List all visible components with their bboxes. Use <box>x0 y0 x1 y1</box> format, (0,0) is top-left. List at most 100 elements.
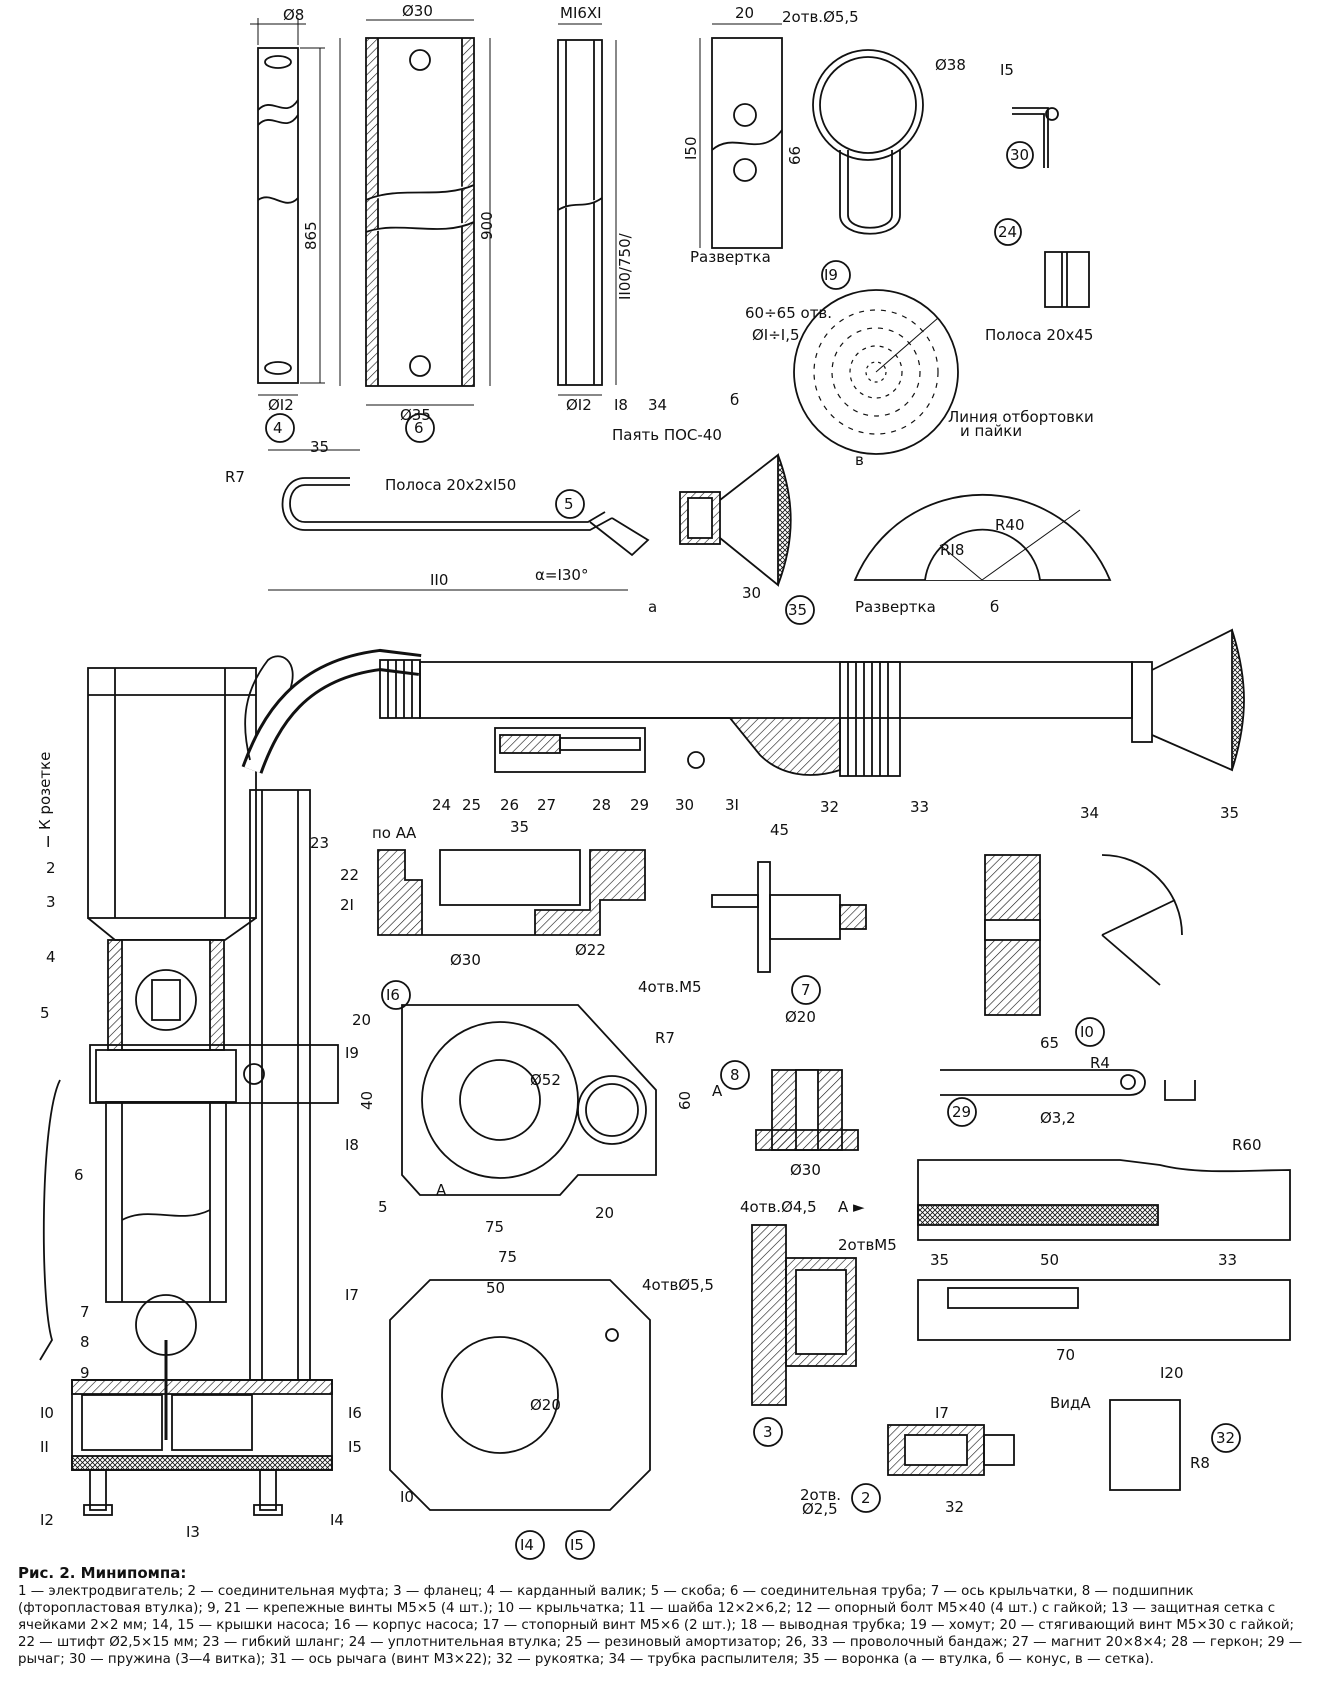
svg-text:по АА: по АА <box>372 824 417 842</box>
svg-text:40: 40 <box>358 1091 376 1110</box>
svg-text:Ø20: Ø20 <box>785 1008 816 1026</box>
svg-text:3: 3 <box>46 893 56 911</box>
svg-text:65: 65 <box>1040 1034 1059 1052</box>
svg-text:865: 865 <box>302 221 320 250</box>
part-29-lever <box>940 1069 1196 1127</box>
svg-text:Ø52: Ø52 <box>530 1071 561 1089</box>
svg-text:35: 35 <box>1220 804 1239 822</box>
svg-text:I6: I6 <box>386 986 400 1004</box>
svg-text:Полоса 20x2xI50: Полоса 20x2xI50 <box>385 476 516 494</box>
svg-text:2отв.Ø5,5: 2отв.Ø5,5 <box>782 8 859 26</box>
svg-text:3: 3 <box>763 1423 773 1441</box>
cone-development <box>853 493 1112 581</box>
svg-text:2отвM5: 2отвM5 <box>838 1236 897 1254</box>
svg-text:Ø30: Ø30 <box>450 951 481 969</box>
part-19-clamp <box>812 49 924 290</box>
part-4-cardan-shaft <box>250 18 325 443</box>
part-18-outlet-tube <box>557 23 617 396</box>
svg-text:6: 6 <box>414 419 424 437</box>
svg-text:I8: I8 <box>345 1136 359 1154</box>
svg-text:MI6XI: MI6XI <box>560 4 602 22</box>
part-30-spring <box>1006 107 1059 169</box>
svg-text:I5: I5 <box>570 1536 584 1554</box>
svg-text:7: 7 <box>801 981 811 999</box>
svg-text:2отв.: 2отв. <box>800 1486 841 1504</box>
svg-text:26: 26 <box>500 796 519 814</box>
svg-text:Ø20: Ø20 <box>530 1396 561 1414</box>
part-6-connecting-pipe <box>339 19 491 443</box>
svg-text:II00/750/: II00/750/ <box>616 232 634 300</box>
part-7-impeller-axis <box>711 861 867 1005</box>
svg-text:3I: 3I <box>725 796 739 814</box>
svg-text:35: 35 <box>310 438 329 456</box>
svg-text:33: 33 <box>910 798 929 816</box>
svg-text:5: 5 <box>40 1004 50 1022</box>
svg-text:Ø30: Ø30 <box>790 1161 821 1179</box>
svg-text:I20: I20 <box>1160 1364 1184 1382</box>
svg-text:34: 34 <box>648 396 667 414</box>
svg-text:32: 32 <box>820 798 839 816</box>
svg-text:60÷65 отв.: 60÷65 отв. <box>745 304 832 322</box>
svg-text:7: 7 <box>80 1303 90 1321</box>
part-numbers: 4 6 I8 34 I9 30 24 5 35 I 2 3 4 5 6 7 8 … <box>40 146 1239 1554</box>
svg-text:I9: I9 <box>824 266 838 284</box>
svg-text:27: 27 <box>537 796 556 814</box>
svg-text:Линия отбортовки: Линия отбортовки <box>948 408 1094 426</box>
svg-text:I4: I4 <box>330 1511 344 1529</box>
svg-text:28: 28 <box>592 796 611 814</box>
svg-text:I2: I2 <box>40 1511 54 1529</box>
svg-text:32: 32 <box>1216 1429 1235 1447</box>
svg-text:I0: I0 <box>1080 1023 1094 1041</box>
caption-title: Рис. 2. Минипомпа: <box>18 1564 187 1582</box>
svg-text:29: 29 <box>630 796 649 814</box>
svg-text:I7: I7 <box>345 1286 359 1304</box>
svg-text:24: 24 <box>998 223 1017 241</box>
svg-text:30: 30 <box>675 796 694 814</box>
svg-text:2: 2 <box>46 859 56 877</box>
svg-text:I0: I0 <box>400 1488 414 1506</box>
part-16-top-view <box>401 1004 657 1196</box>
part-10-impeller <box>984 854 1183 1047</box>
svg-text:К розетке: К розетке <box>36 752 54 830</box>
svg-text:б: б <box>730 391 739 409</box>
part-24-sleeve <box>994 218 1090 308</box>
svg-text:I5: I5 <box>348 1438 362 1456</box>
svg-text:5: 5 <box>378 1198 388 1216</box>
svg-text:R4: R4 <box>1090 1054 1110 1072</box>
svg-text:II0: II0 <box>430 571 448 589</box>
svg-text:900: 900 <box>478 211 496 240</box>
mesh-disc <box>793 289 959 455</box>
svg-text:70: 70 <box>1056 1346 1075 1364</box>
part-2-coupling <box>851 1424 1015 1513</box>
svg-text:Развертка: Развертка <box>690 248 771 266</box>
svg-text:R7: R7 <box>225 468 245 486</box>
assembly-pump <box>39 648 422 1516</box>
technical-drawing: Ø8 Ø30 MI6XI 20 2отв.Ø5,5 Ø38 ØI2 Ø35 ØI… <box>36 2 1291 1560</box>
svg-text:4отв.Ø4,5: 4отв.Ø4,5 <box>740 1198 817 1216</box>
svg-text:Ø22: Ø22 <box>575 941 606 959</box>
svg-text:4отв.M5: 4отв.M5 <box>638 978 702 996</box>
svg-text:ВидА: ВидА <box>1050 1394 1091 1412</box>
svg-text:60: 60 <box>676 1091 694 1110</box>
svg-text:20: 20 <box>595 1204 614 1222</box>
svg-text:ØI2: ØI2 <box>268 396 294 414</box>
svg-text:Паять ПОС-40: Паять ПОС-40 <box>612 426 722 444</box>
svg-text:Ø2,5: Ø2,5 <box>802 1500 838 1518</box>
part-3-flange <box>751 1224 857 1447</box>
drawing-labels: Ø8 Ø30 MI6XI 20 2отв.Ø5,5 Ø38 ØI2 Ø35 ØI… <box>36 2 1262 1518</box>
svg-text:I0: I0 <box>40 1404 54 1422</box>
svg-text:R8: R8 <box>1190 1454 1210 1472</box>
svg-text:I6: I6 <box>348 1404 362 1422</box>
svg-text:А ►: А ► <box>838 1198 865 1216</box>
svg-text:и пайки: и пайки <box>960 422 1022 440</box>
part-14-15-cover <box>389 1279 651 1560</box>
part-16-pump-body <box>377 849 646 1010</box>
svg-text:66: 66 <box>786 146 804 165</box>
svg-text:Ø38: Ø38 <box>935 56 966 74</box>
assembly-sprayer <box>379 628 1245 777</box>
svg-text:24: 24 <box>432 796 451 814</box>
svg-text:50: 50 <box>1040 1251 1059 1269</box>
svg-text:I9: I9 <box>345 1044 359 1062</box>
svg-text:30: 30 <box>1010 146 1029 164</box>
svg-text:30: 30 <box>742 584 761 602</box>
